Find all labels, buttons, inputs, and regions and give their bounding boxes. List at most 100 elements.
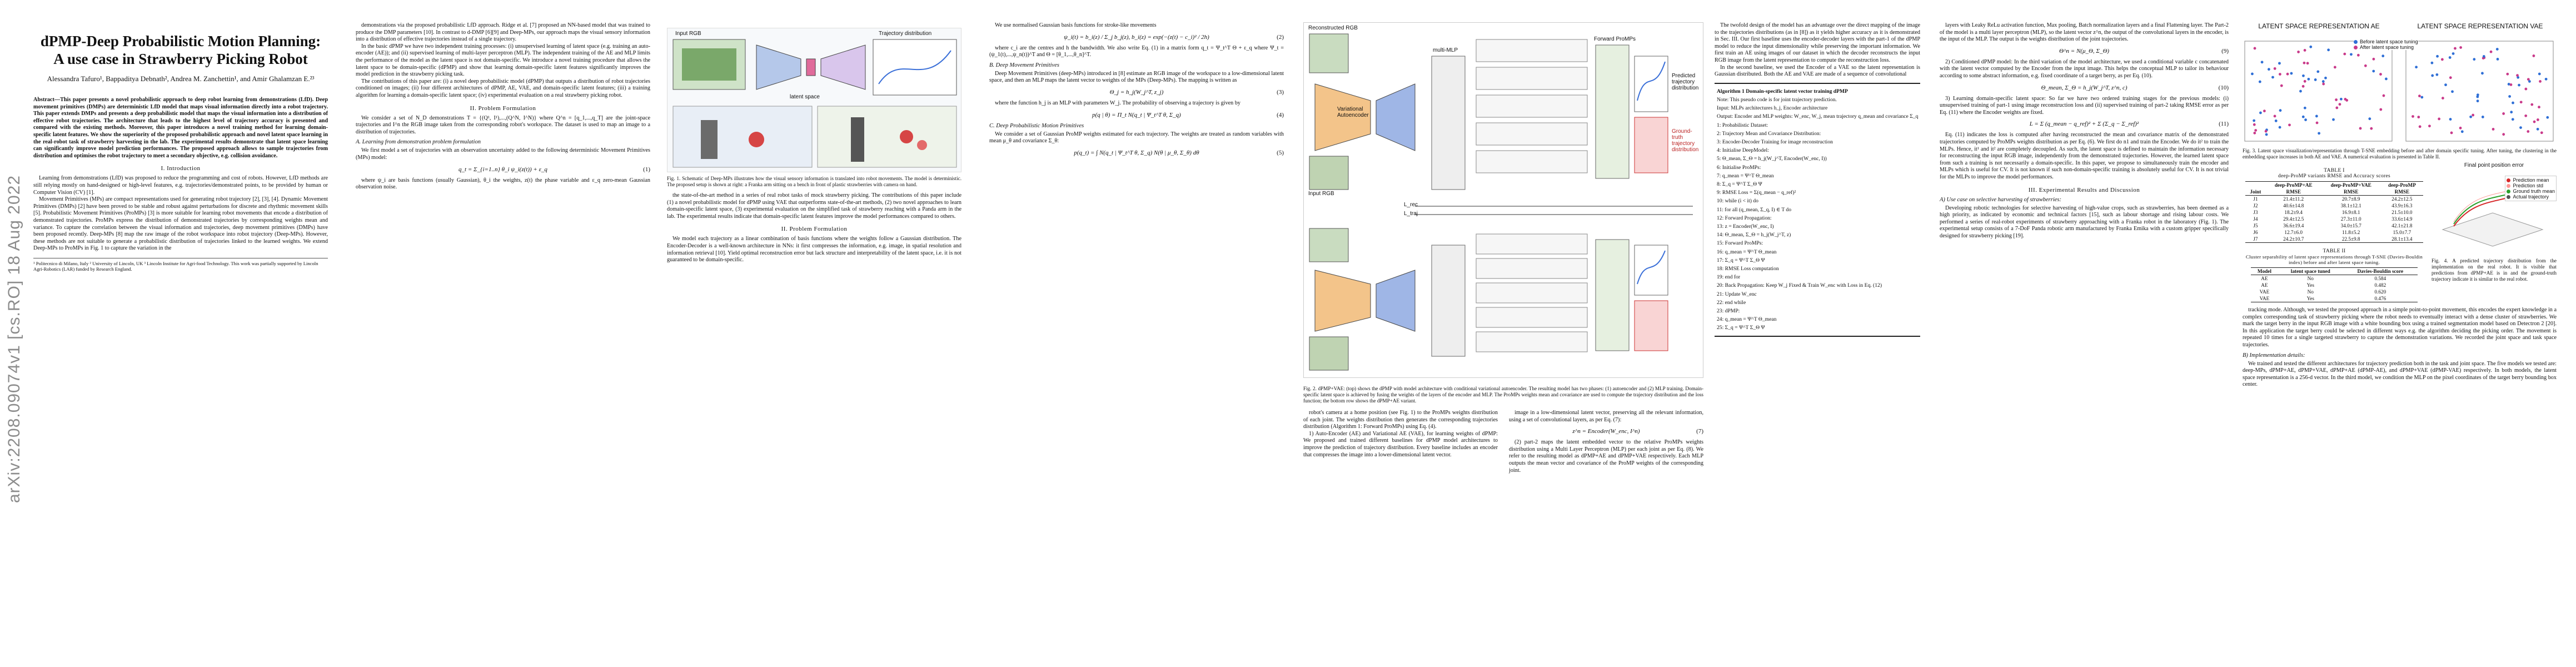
scatter-point [2495,48,2499,51]
scatter-point [2449,118,2452,121]
scatter-point [2527,78,2530,81]
page-4-right-paragraph-2: We trained and tested the different arch… [2243,360,2557,388]
table-cell: J5 [2253,223,2258,228]
figure-1-caption: Fig. 1. Schematic of Deep-MPs illustrate… [667,176,961,187]
table-1-subheader-cell: RMSE [2321,188,2381,196]
equation-4-body: p(q | θ) = Π_t N(q_t | Ψ_t^T θ, Σ_q) [1092,111,1181,118]
equation-2-number: (2) [1277,33,1284,41]
fig4-legend-2-label: Prediction std [2513,183,2543,188]
scatter-point [2539,79,2542,83]
intro-right-paragraph-3: The contributions of this paper are: (i)… [356,78,650,98]
table-cell: AE [2261,282,2268,288]
scatter-point [2533,120,2536,123]
scatter-point [2258,80,2261,83]
page-1-right-column: demonstrations via the proposed probabil… [356,22,650,656]
legend-after-marker [2354,45,2358,49]
page-3-right-column: The twofold design of the model has an a… [1715,22,1920,656]
scatter-point [2288,123,2291,127]
table-cell: VAE [2251,295,2278,302]
pred-dist-top [1634,56,1668,112]
scatter-point [2302,74,2305,77]
table-cell: 0.476 [2343,295,2418,302]
algorithm-line: 4: Initialise DeepModel: [1717,147,1769,154]
scatter-point [2489,50,2493,53]
scatter-point [2343,52,2346,56]
table-cell: VAE [2259,289,2270,295]
scatter-point [2254,129,2258,132]
algorithm-line: 10: while (i < it) do [1717,198,1758,205]
scatter-point [2442,97,2444,99]
page-3-lower-col-1: robot's camera at a home position (see F… [1303,410,1498,474]
gt-dist-top [1634,117,1668,173]
legend-after: After latent space tuning [2354,44,2418,50]
intro-paragraph-1: Learning from demonstrations (LfD) was p… [33,175,328,196]
scatter-point [2382,94,2385,97]
intro-paragraph-2: Movement Primitives (MPs) are compact re… [33,196,328,252]
equation-10-body: Θ_mean, Σ_Θ = h_j(W_j^T, z^n, c) [2041,84,2127,91]
multi-mlp-bottom [1431,245,1466,357]
scatter-point [2385,77,2388,81]
table-cell: 0.620 [2374,289,2386,295]
footnote: ¹ Politecnico di Milano, Italy ² Univers… [33,257,328,272]
scatter-point [2306,62,2309,65]
fig4-legend-2-marker [2507,183,2511,188]
decoder-bottom-shape [1376,270,1416,332]
scatter-point [2315,115,2318,118]
scatter-point [2454,47,2457,50]
robot-photo-left [672,106,813,168]
scatter-point [2518,83,2520,87]
equation-10: Θ_mean, Σ_Θ = h_j(W_j^T, z^n, c) (10) [1940,84,2229,91]
equation-11: L = Σ (q_mean − q_ref)² + Σ (Σ_q − Σ_ref… [1940,121,2229,127]
scatter-point [2512,101,2514,104]
input-image-bottom [1309,336,1349,371]
forward-promp-top [1595,44,1630,179]
table-cell: Yes [2306,282,2314,288]
table-cell: 40.6±14.8 [2283,203,2304,208]
table-1-title: TABLE I [2324,168,2345,173]
page-2-right-paragraph-5: We consider a set of Gaussian ProMP weig… [989,131,1284,145]
page-4-right-column: LATENT SPACE REPRESENTATION AE LATENT SP… [2243,22,2557,656]
scatter-point [2524,114,2528,117]
scatter-point [2469,115,2473,118]
equation-1-number: (1) [643,166,650,173]
table-cell: 20.7±8.9 [2341,196,2360,202]
scatter-point [2303,49,2306,52]
scatter-frame [2244,41,2393,142]
strawberry-shape-3 [917,140,927,150]
algorithm-1: Algorithm 1 Domain-specific latent vecto… [1715,82,1920,337]
scatter-point [2481,72,2484,75]
equation-1-body: q_t = Σ_{i=1..n} θ_i ψ_i(z(t)) + ε_q [459,166,547,173]
equation-7-body: z^n = Encoder(W_enc, I^n) [1572,428,1640,435]
subsection-deep-promps: C. Deep Probabilistic Motion Primitives [989,122,1084,129]
scatter-point [2532,54,2535,57]
equation-3-body: Θ_j = h_j(W_j^T, z_j) [1109,88,1164,96]
recon-image-bottom [1309,228,1349,262]
scatter-point [2536,127,2539,131]
equation-2-body: ψ_i(t) = b_i(z) / Σ_j b_j(z), b_i(z) = e… [1064,33,1209,41]
section-problem-formulation: II. Problem Formulation [470,104,536,112]
scatter-point [2303,106,2306,109]
pred-dist-bottom [1634,245,1668,296]
figure-2-diagram [1309,33,1693,371]
problem-paragraph-1: We consider a set of N_D demonstrations … [356,115,650,135]
table-cell: 43.9±16.3 [2391,203,2413,208]
fig4-legend-1-marker [2507,178,2511,182]
scatter-point [2482,55,2485,58]
table-2-title: TABLE II [2323,248,2346,254]
fig4-legend-1-label: Prediction mean [2513,177,2549,183]
abstract: Abstract—This paper presents a novel pro… [33,97,328,159]
scatter-point [2332,118,2335,121]
fig4-legend-3-label: Ground truth mean [2513,188,2555,194]
table-cell: J1 [2253,196,2258,202]
table-cell: Yes [2278,295,2343,302]
table-1-subheader-cell: RMSE [2380,188,2423,196]
equation-10-number: (10) [2218,84,2229,91]
scatter-point [2338,103,2341,106]
scatter-point [2436,54,2439,58]
